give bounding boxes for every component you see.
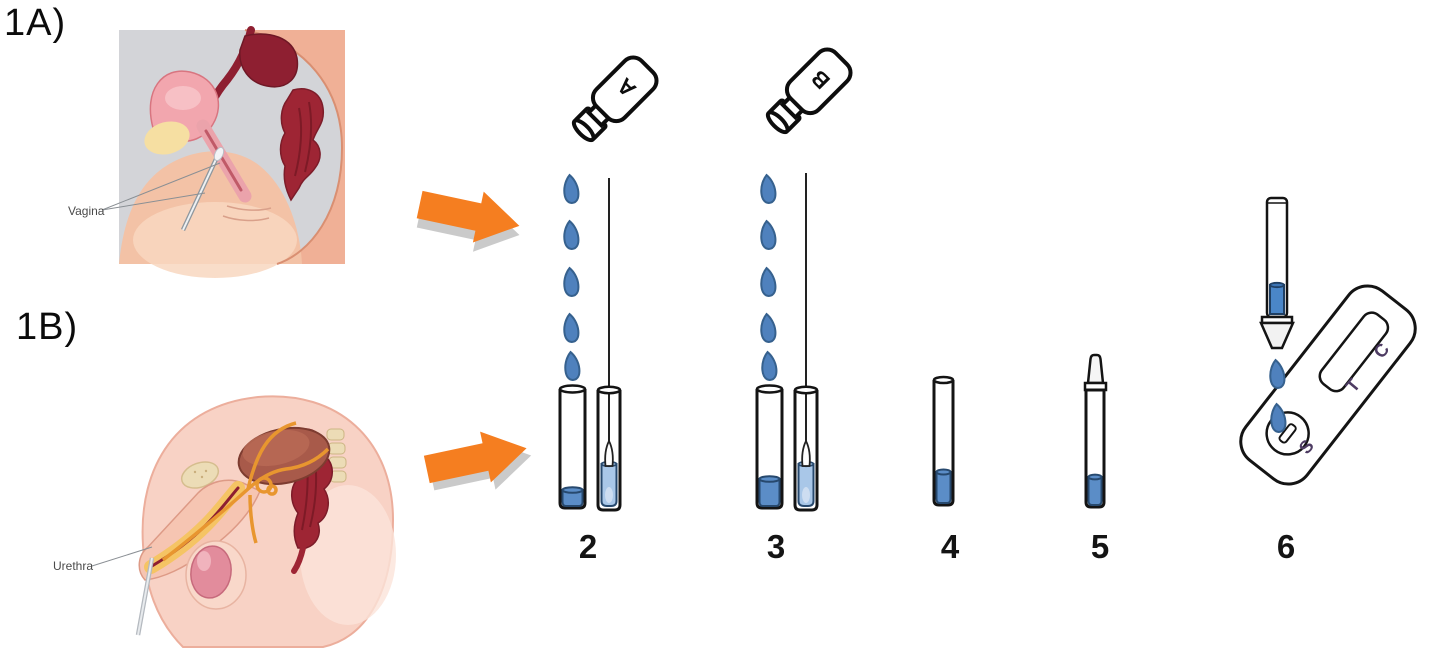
female-anatomy-illustration: Vagina xyxy=(68,26,345,278)
tube-liquid xyxy=(561,489,584,507)
tube-rim xyxy=(558,384,587,394)
step6-assembly: C T S xyxy=(1239,196,1417,486)
tube-liquid xyxy=(758,478,781,507)
swab-tube xyxy=(596,178,622,512)
bottle-cap-top xyxy=(765,110,790,135)
tube-liquid xyxy=(1269,284,1285,315)
tube-rim xyxy=(755,384,784,394)
label-leader-line-2 xyxy=(101,192,206,211)
spermatic-ducts xyxy=(161,421,330,562)
step-number-2: 2 xyxy=(578,528,598,565)
pubic-bone xyxy=(180,461,220,489)
arrow-body xyxy=(416,190,520,243)
step-number-3: 3 xyxy=(766,528,786,565)
testicle-highlight xyxy=(197,551,211,571)
step5-capped-tube xyxy=(1083,353,1108,509)
sample-well-slot xyxy=(1278,423,1297,444)
label-leader-line xyxy=(91,546,153,567)
spine xyxy=(326,428,347,483)
reagent-drops xyxy=(758,173,779,382)
dropper-tip xyxy=(1259,321,1295,350)
liquid-highlight xyxy=(802,487,810,503)
step-number-5: 5 xyxy=(1090,528,1110,565)
test-cassette: C T S xyxy=(1239,284,1417,486)
tube-rim xyxy=(793,385,819,395)
tube-liquid xyxy=(1087,476,1103,506)
arrow-1b-to-steps xyxy=(423,431,532,491)
step-number-6: 6 xyxy=(1276,528,1296,565)
bladder xyxy=(144,121,190,155)
liquid-highlight xyxy=(605,487,613,503)
result-window xyxy=(1318,311,1390,393)
perineum-folds xyxy=(222,205,272,222)
collection-tube xyxy=(558,384,587,510)
swab-tip xyxy=(801,438,811,467)
rectum xyxy=(279,88,325,202)
swab-shaft xyxy=(137,557,153,636)
bottle-body xyxy=(590,55,659,124)
panel-1a-label: 1A) xyxy=(4,2,67,44)
swab-shaft xyxy=(182,154,219,231)
panel-1b-label: 1B) xyxy=(16,306,79,348)
step2-assembly xyxy=(558,173,622,512)
skin-highlight xyxy=(133,202,297,278)
urethra-label: Urethra xyxy=(53,559,93,573)
bottle-cap-top xyxy=(571,118,596,143)
male-anatomy-illustration: Urethra xyxy=(53,395,396,648)
rectum-folds xyxy=(294,101,313,177)
collection-tube xyxy=(755,384,784,510)
step-number-4: 4 xyxy=(940,528,960,565)
reagent-bottle-a: A xyxy=(571,55,659,143)
label-leader-line xyxy=(101,162,221,211)
kidney-shape xyxy=(239,33,299,88)
uterus-highlight xyxy=(165,86,201,110)
arrow-body xyxy=(423,431,527,484)
swab-tip xyxy=(213,146,225,162)
buttock-silhouette xyxy=(245,30,345,264)
tube-rim xyxy=(596,385,622,395)
arrow-1a-to-steps xyxy=(416,190,520,252)
bottle-body xyxy=(784,47,853,116)
vaginal-canal-line xyxy=(204,129,243,192)
inverted-dropper-tube xyxy=(1259,196,1295,350)
dropper-cap xyxy=(1086,353,1105,385)
step4-tube xyxy=(932,375,955,507)
reagent-drops xyxy=(561,173,582,382)
tube-rim xyxy=(932,375,955,385)
step3-assembly xyxy=(755,173,819,512)
swab-tube xyxy=(793,173,819,512)
vagina-label: Vagina xyxy=(68,204,105,218)
swab-tip xyxy=(604,438,614,467)
anal-canal xyxy=(291,545,306,574)
reagent-bottle-b: B xyxy=(765,47,853,135)
tube-liquid xyxy=(935,471,952,504)
buttock-highlight xyxy=(300,485,396,625)
